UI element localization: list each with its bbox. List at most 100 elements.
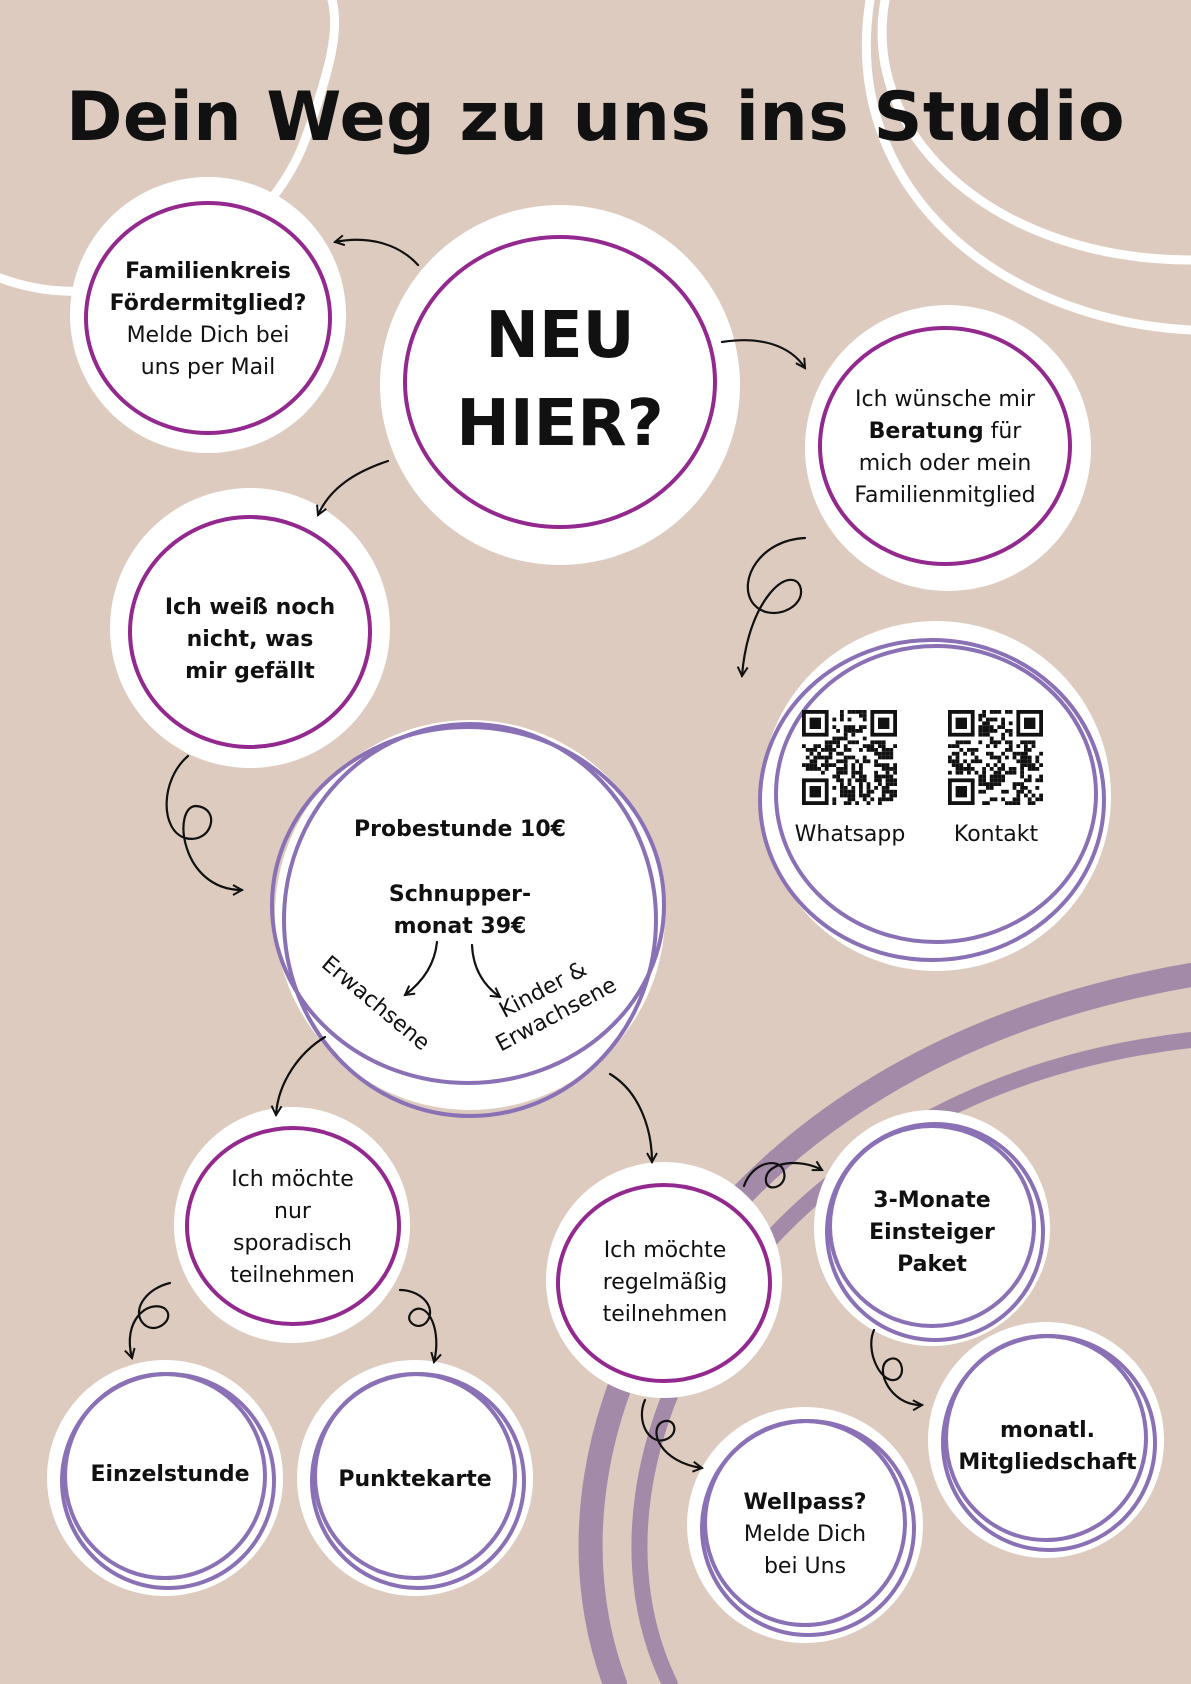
qr-module	[843, 759, 848, 764]
qr-module	[847, 778, 852, 783]
qr-module	[866, 748, 871, 752]
qr-module	[847, 740, 852, 745]
wellpass-text-1: Melde Dich	[743, 1522, 867, 1547]
qr-module	[866, 789, 871, 794]
qr-module	[813, 759, 818, 764]
probestunde-text: Probestunde 10€	[354, 817, 566, 842]
qr-module	[866, 782, 871, 786]
qr-module	[1001, 732, 1005, 737]
qr-module	[836, 778, 840, 783]
qr-finder-outer	[801, 709, 829, 737]
qr-module	[989, 774, 994, 779]
qr-module	[974, 755, 979, 760]
qr-module	[1016, 751, 1021, 756]
qr-module	[824, 748, 829, 752]
mitgliedschaft-text-2: Mitgliedschaft	[958, 1450, 1137, 1475]
qr-module	[1016, 801, 1021, 805]
qr-module	[843, 793, 848, 798]
qr-kontakt-caption[interactable]: Kontakt	[921, 808, 1071, 847]
regular-text-3: teilnehmen	[602, 1301, 728, 1327]
qr-module	[824, 767, 829, 771]
qr-module	[881, 755, 886, 760]
qr-module	[986, 729, 990, 733]
qr-module	[1027, 755, 1032, 760]
qr-module	[851, 725, 856, 729]
qr-module	[885, 778, 890, 783]
qr-module	[1001, 774, 1005, 779]
qr-module	[1016, 759, 1021, 764]
qr-module	[1027, 778, 1032, 783]
beratung-keyword: Beratung	[868, 419, 984, 444]
start-node: NEU HIER?	[410, 280, 710, 480]
qr-module	[813, 744, 818, 748]
qr-module	[866, 786, 871, 790]
qr-module	[1001, 778, 1005, 783]
qr-module	[959, 770, 964, 775]
qr-module	[893, 763, 897, 767]
qr-module	[993, 740, 998, 745]
qr-module	[1035, 767, 1040, 771]
wellpass-heading: Wellpass?	[743, 1490, 867, 1515]
qr-module	[1020, 759, 1024, 764]
qr-module	[1024, 759, 1028, 764]
qr-module	[1027, 759, 1032, 764]
qr-module	[955, 763, 960, 767]
qr-module	[986, 721, 990, 726]
qr-module	[859, 763, 863, 767]
qr-module	[821, 755, 825, 760]
qr-module	[859, 713, 863, 718]
qr-code-kontakt[interactable]	[947, 709, 1044, 806]
qr-module	[997, 778, 1002, 783]
qr-module	[1020, 755, 1024, 760]
qr-kontakt-label: Kontakt	[953, 822, 1039, 847]
qr-module	[1008, 801, 1013, 805]
qr-module	[813, 767, 818, 771]
qr-module	[1024, 755, 1028, 760]
qr-module	[851, 797, 856, 802]
familienkreis-text-2: uns per Mail	[140, 355, 276, 380]
qr-module	[824, 759, 829, 764]
qr-module	[870, 789, 875, 794]
qr-module	[832, 725, 837, 729]
qr-module	[948, 744, 952, 748]
qr-module	[1016, 789, 1021, 794]
familienkreis-node: Familienkreis Fördermitglied? Melde Dich…	[80, 240, 336, 400]
qr-module	[1005, 755, 1009, 760]
qr-module	[836, 744, 840, 748]
qr-module	[1005, 789, 1009, 794]
qr-module	[855, 710, 859, 714]
qr-module	[836, 736, 840, 741]
qr-module	[982, 710, 986, 714]
qr-finder-inner	[955, 717, 967, 729]
qr-module	[832, 717, 837, 722]
schnupper-text-1: Schnupper-	[388, 882, 532, 907]
qr-module	[885, 767, 890, 771]
start-label-2: HIER?	[456, 387, 664, 461]
qr-module	[997, 759, 1002, 764]
qr-module	[989, 767, 994, 771]
qr-module	[1039, 751, 1043, 756]
qr-finder-inner	[1024, 717, 1036, 729]
qr-module	[847, 755, 852, 760]
mitgliedschaft-text-1: monatl.	[1000, 1418, 1095, 1443]
beratung-text-4: Familienmitglied	[854, 483, 1036, 508]
qr-module	[855, 801, 859, 805]
qr-module	[862, 736, 867, 741]
qr-module	[1031, 793, 1036, 798]
qr-module	[1012, 755, 1017, 760]
qr-module	[982, 713, 986, 718]
qr-finder-inner	[878, 717, 890, 729]
qr-code-whatsapp[interactable]	[801, 709, 898, 806]
qr-module	[851, 789, 856, 794]
qr-whatsapp-caption[interactable]: Whatsapp	[775, 808, 925, 847]
qr-module	[843, 736, 848, 741]
qr-module	[982, 721, 986, 726]
qr-module	[832, 736, 837, 741]
qr-module	[989, 751, 994, 756]
qr-module	[1031, 767, 1036, 771]
qr-module	[843, 744, 848, 748]
qr-module	[870, 740, 875, 745]
qr-module	[889, 789, 894, 794]
qr-module	[1012, 751, 1017, 756]
